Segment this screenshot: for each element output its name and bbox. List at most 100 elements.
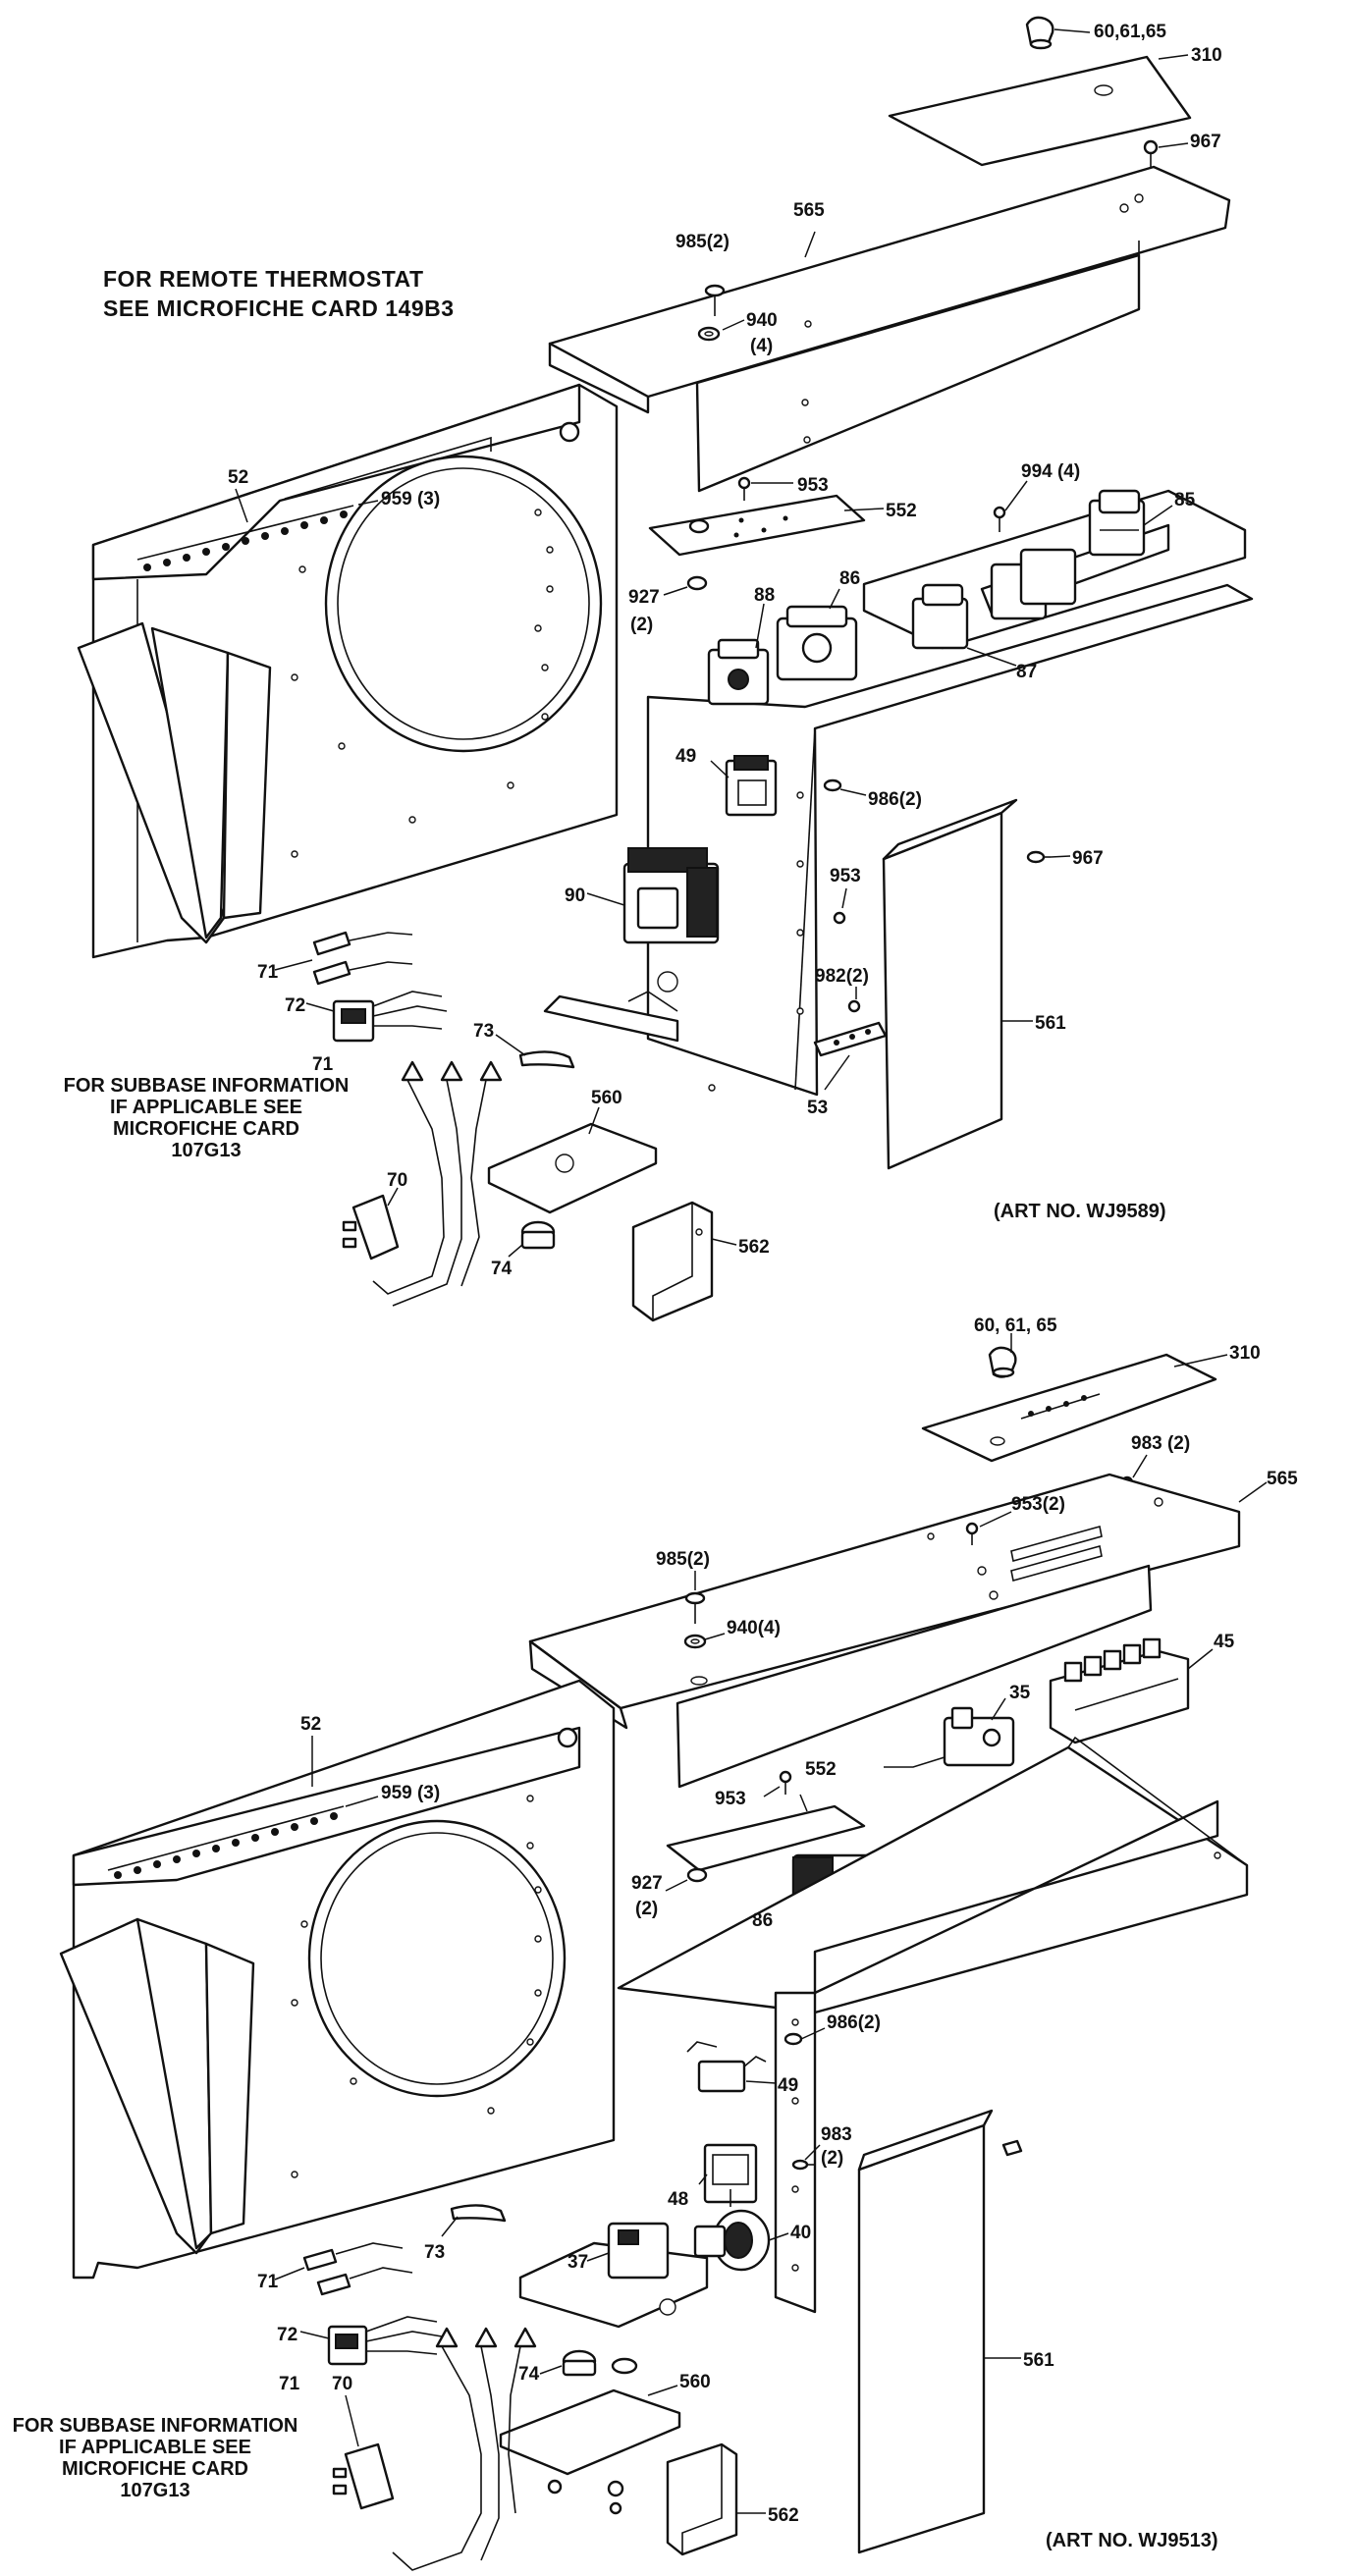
label-74-bottom: 74 [518,2364,540,2385]
control-box-bottom [617,1736,1249,2314]
component-49-bottom [686,2041,767,2093]
label-927-qty: (2) [630,615,653,635]
washer-small [611,2357,638,2375]
subbase-note-bottom-line1: FOR SUBBASE INFORMATION [13,2415,298,2437]
front-frame [77,621,272,944]
label-45: 45 [1214,1632,1235,1652]
component-49 [725,755,778,817]
label-71-upper-bottom: 71 [257,2272,279,2292]
relay-88 [707,638,770,706]
bracket-560-bottom [499,2388,681,2476]
label-49: 49 [676,746,696,767]
control-box [543,583,1254,1097]
switch-40 [693,2209,771,2272]
label-561: 561 [1035,1013,1066,1034]
washer-940-bottom [683,1634,707,1649]
label-953-bottom: 953 [715,1789,746,1809]
label-983-side: 983 [821,2124,852,2145]
label-86: 86 [839,568,860,589]
label-52-bottom: 52 [300,1714,321,1735]
label-85: 85 [1174,490,1196,510]
label-48: 48 [668,2189,688,2210]
terminal-strip-45 [1049,1637,1190,1744]
subbase-note-bottom-line4: 107G13 [120,2480,189,2501]
connector-72 [332,991,448,1043]
label-60-61-65: 60,61,65 [1094,22,1166,42]
cover-562 [631,1201,714,1322]
screw-986 [823,778,842,792]
label-985-bottom: 985(2) [656,1549,710,1570]
label-73: 73 [473,1021,494,1042]
label-562-bottom: 562 [768,2505,799,2526]
subbase-note-line2: IF APPLICABLE SEE [110,1097,302,1118]
screw-982 [847,999,861,1013]
label-565-bottom: 565 [1267,1469,1298,1489]
label-983-top: 983 (2) [1131,1433,1190,1454]
cover-plate-310 [888,55,1192,167]
connector-72-bottom [327,2316,443,2366]
label-940-qty: (4) [750,336,773,356]
clip-73-bottom [450,2204,507,2223]
label-310-bottom: 310 [1229,1343,1261,1364]
label-561-bottom: 561 [1023,2350,1054,2371]
label-953-side: 953 [830,866,861,886]
power-cord-70-bottom [332,2327,537,2571]
art-number-bottom: (ART NO. WJ9513) [1046,2530,1218,2551]
screw-row-959 [136,505,354,571]
bracket-560 [487,1122,658,1214]
component-48 [703,2143,758,2207]
label-72-bottom: 72 [277,2325,297,2345]
relay-85 [1088,489,1146,557]
bottom-assembly: FOR SUBBASE INFORMATION IF APPLICABLE SE… [13,1315,1298,2571]
cover-plate-310-bottom [921,1353,1217,1463]
label-560-bottom: 560 [679,2372,711,2392]
art-number-top: (ART NO. WJ9589) [994,1201,1166,1222]
label-986-bottom: 986(2) [827,2012,881,2033]
knob-74 [520,1220,556,1250]
relay-86 [776,605,858,681]
washer-940 [697,326,721,342]
screw-953-side [833,911,846,925]
label-560: 560 [591,1088,622,1108]
subbase-note-bottom-line3: MICROFICHE CARD [62,2458,248,2480]
subbase-note-line4: 107G13 [171,1140,241,1161]
label-35: 35 [1009,1683,1031,1703]
side-cover-561-bottom [857,2109,1023,2554]
label-60-61-65-bottom: 60, 61, 65 [974,1315,1057,1336]
label-927-bottom: 927 [631,1873,663,1894]
label-986: 986(2) [868,789,922,810]
screw-953-top [737,476,751,501]
label-52: 52 [228,467,248,488]
screw-985 [704,284,726,316]
label-86-bottom: 86 [752,1910,773,1931]
label-953-pair: 953(2) [1011,1494,1065,1515]
label-49-bottom: 49 [778,2075,798,2096]
relay-87 [911,548,1077,650]
screw-983-side [791,2159,815,2171]
plate-552 [648,494,866,557]
label-927: 927 [628,587,660,608]
wire-nuts-71 [312,931,413,986]
label-71-upper: 71 [257,962,279,983]
label-994: 994 (4) [1021,461,1080,482]
label-87: 87 [1016,662,1037,682]
label-552: 552 [886,501,917,521]
side-cover-561 [882,798,1018,1170]
top-panel-565-bottom [528,1473,1241,1789]
screw-953-bottom [779,1770,792,1795]
label-40: 40 [790,2223,811,2243]
label-565: 565 [793,200,825,221]
label-985: 985(2) [676,232,730,252]
subbase-note-line1: FOR SUBBASE INFORMATION [64,1075,350,1097]
screw-row-959-bottom [107,1805,345,1879]
component-37 [518,2222,709,2329]
label-310: 310 [1191,45,1222,66]
label-959: 959 (3) [381,489,440,510]
subbase-note-line3: MICROFICHE CARD [113,1118,299,1140]
label-37: 37 [567,2252,588,2273]
label-552-bottom: 552 [805,1759,837,1780]
label-88: 88 [754,585,775,606]
top-panel-565 [548,165,1231,493]
label-982: 982(2) [815,966,869,987]
